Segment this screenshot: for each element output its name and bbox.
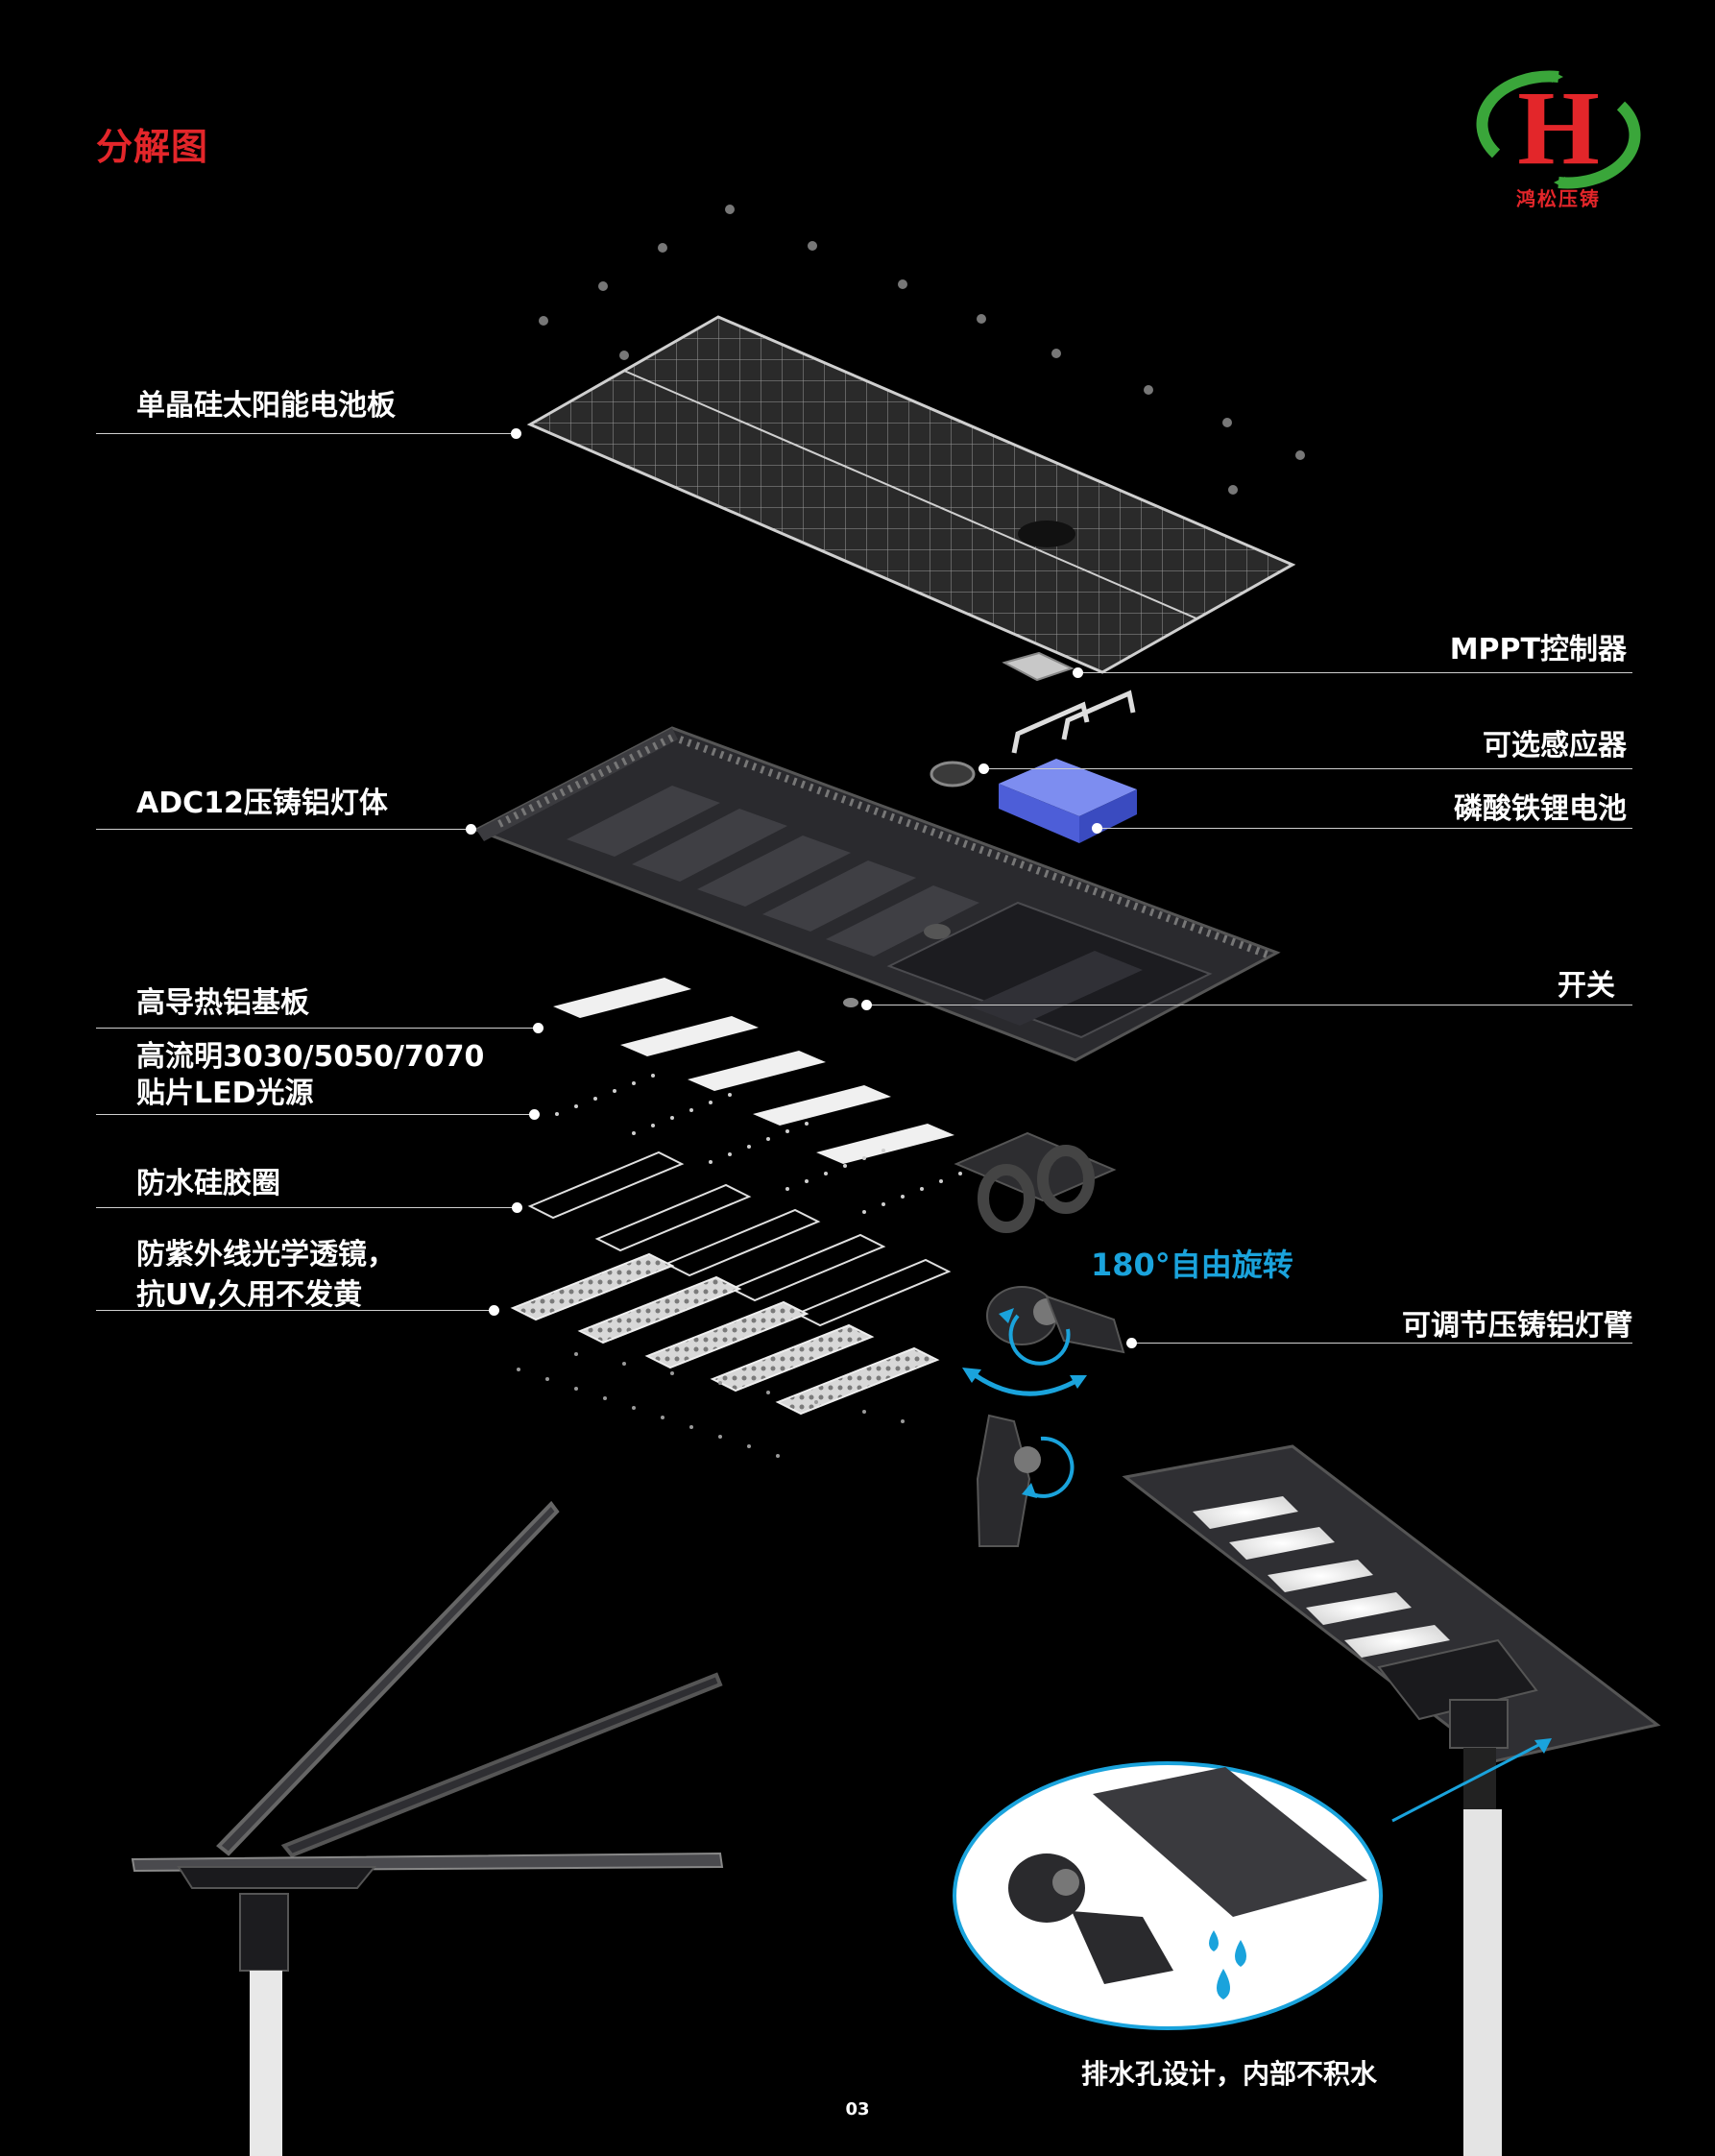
- arm-art: [962, 1286, 1125, 1547]
- gaskets-art: [527, 1151, 952, 1327]
- leader-led: [96, 1114, 534, 1115]
- label-led-line1: 高流明3030/5050/7070: [136, 1040, 485, 1074]
- screws-group: [539, 205, 1305, 495]
- leader-sensor: [983, 768, 1632, 769]
- mppt-art: [1002, 651, 1075, 682]
- label-battery: 磷酸铁锂电池: [1454, 792, 1627, 826]
- dot-mppt: [1073, 667, 1083, 678]
- lenses-art: [510, 1252, 940, 1416]
- label-arm: 可调节压铸铝灯臂: [1402, 1309, 1632, 1343]
- label-lens-line1: 防紫外线光学透镜，: [136, 1238, 396, 1272]
- switch-art: [843, 998, 858, 1007]
- solar-panel-art: [526, 315, 1296, 674]
- label-solar-panel: 单晶硅太阳能电池板: [136, 389, 396, 423]
- dot-substrate: [533, 1023, 543, 1033]
- rotation-label: 180°自由旋转: [1091, 1247, 1293, 1283]
- page-title: 分解图: [96, 126, 209, 168]
- leader-gasket: [96, 1207, 517, 1208]
- dot-solar-panel: [511, 428, 521, 439]
- page-number: 03: [845, 2099, 870, 2120]
- dot-battery: [1092, 823, 1102, 834]
- leader-arm: [1131, 1343, 1632, 1344]
- battery-art: [999, 759, 1137, 843]
- bracket-art: [1011, 690, 1136, 754]
- dot-arm: [1126, 1338, 1137, 1348]
- dot-sensor: [978, 763, 989, 774]
- label-switch: 开关: [1558, 969, 1615, 1003]
- leader-mppt: [1077, 672, 1632, 673]
- dot-led: [529, 1109, 540, 1120]
- logo-mark-icon: H: [1476, 69, 1641, 189]
- label-led-line2: 贴片LED光源: [136, 1077, 314, 1110]
- company-logo: H 鸿松压铸: [1467, 67, 1650, 211]
- leader-battery: [1097, 828, 1632, 829]
- dot-gasket: [512, 1202, 522, 1213]
- led-chips-art: [555, 1074, 962, 1214]
- assembled-lamp-art: [1122, 1444, 1661, 2156]
- leader-substrate: [96, 1028, 538, 1029]
- tilting-lamps-art: [131, 1500, 724, 2156]
- logo-text: 鸿松压铸: [1516, 187, 1601, 210]
- logo-letter: H: [1517, 69, 1600, 186]
- label-body: ADC12压铸铝灯体: [136, 787, 388, 820]
- label-substrate: 高导热铝基板: [136, 986, 309, 1020]
- label-sensor: 可选感应器: [1483, 729, 1627, 763]
- drain-caption: 排水孔设计，内部不积水: [1080, 2058, 1377, 2090]
- leader-lens: [96, 1310, 494, 1311]
- arm-mount-art: [954, 1131, 1117, 1233]
- label-mppt: MPPT控制器: [1449, 633, 1627, 666]
- sensor-art: [930, 761, 976, 787]
- drain-callout-art: [953, 1738, 1552, 2030]
- substrates-art: [553, 978, 954, 1164]
- leader-body: [96, 829, 471, 830]
- lens-screws-art: [517, 1352, 905, 1458]
- dot-switch: [861, 1000, 872, 1010]
- dot-body: [466, 824, 476, 835]
- label-gasket: 防水硅胶圈: [136, 1167, 280, 1200]
- dot-lens: [489, 1305, 499, 1316]
- leader-solar-panel: [96, 433, 516, 434]
- label-lens-line2: 抗UV,久用不发黄: [136, 1278, 363, 1312]
- lamp-body-art: [472, 726, 1281, 1062]
